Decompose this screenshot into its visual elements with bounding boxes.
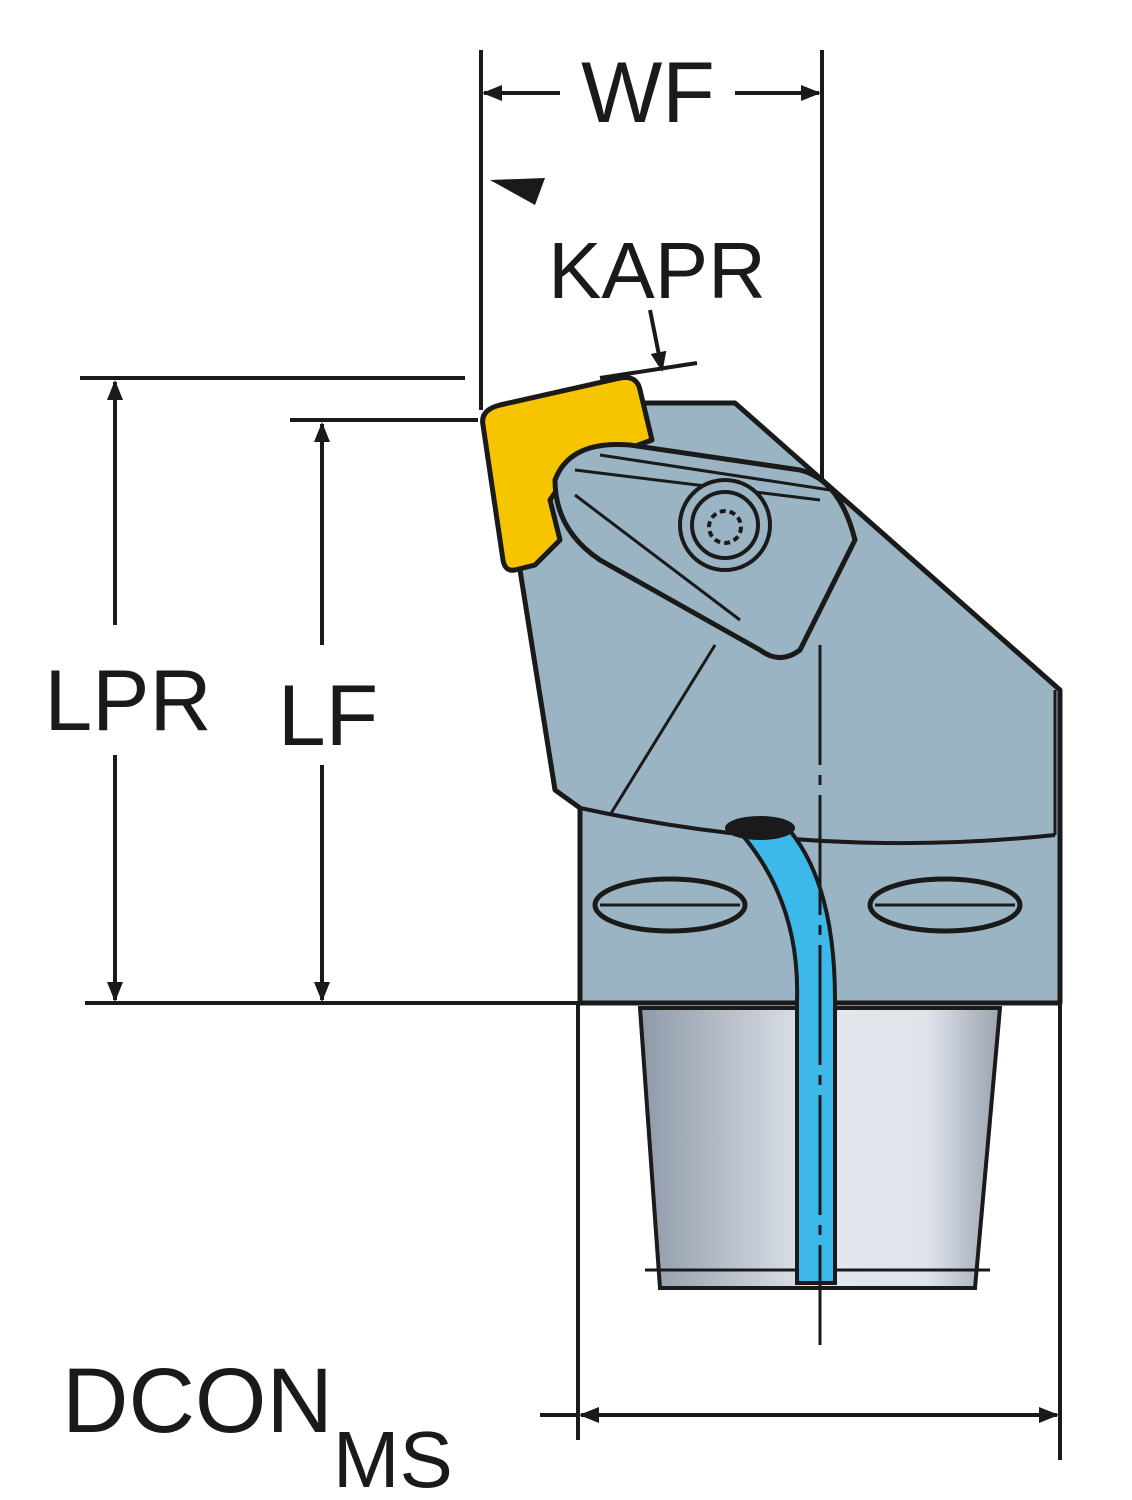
lpr-label: LPR	[44, 653, 211, 749]
screw-ring	[690, 490, 760, 560]
wf-label: WF	[581, 45, 715, 141]
body-facet-line	[608, 644, 717, 816]
kapr-ref-line	[599, 361, 698, 380]
coolant-hole	[725, 816, 795, 840]
dcon-main: DCON	[62, 1350, 333, 1452]
clamp-lines	[574, 453, 831, 622]
dcon-label: DCONMS	[62, 1350, 453, 1500]
lf-label: LF	[278, 668, 378, 764]
kapr-angle-arrow	[490, 178, 545, 205]
torx-icon	[707, 509, 743, 545]
dcon-subscript: MS	[333, 1415, 453, 1500]
coolant-channel	[733, 822, 837, 1285]
kapr-leader	[648, 309, 667, 372]
kapr-label: KAPR	[548, 226, 766, 315]
